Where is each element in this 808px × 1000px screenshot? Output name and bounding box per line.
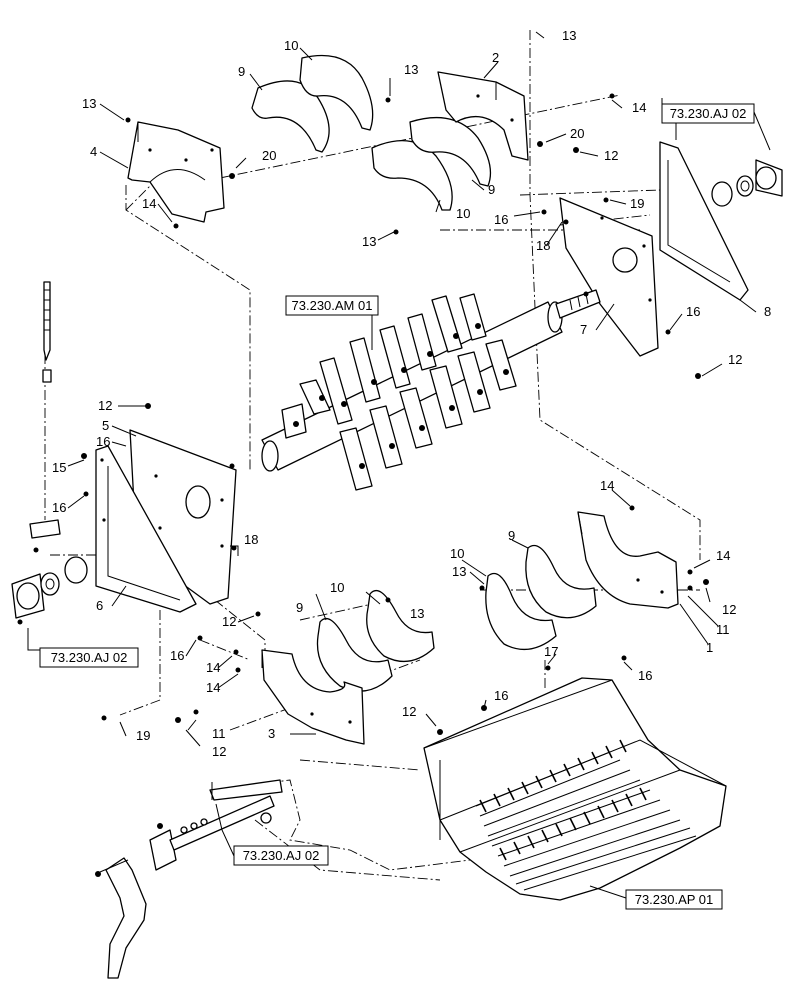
callout-12: 12 [212, 744, 226, 759]
rasp-bars [281, 293, 517, 491]
callout-12: 12 [222, 614, 236, 629]
ref-label-rotor: 73.230.AM 01 [292, 298, 373, 313]
concave [423, 677, 727, 901]
callout-9: 9 [296, 600, 303, 615]
callout-13: 13 [562, 28, 576, 43]
callout-16: 16 [638, 668, 652, 683]
callout-14: 14 [206, 660, 220, 675]
ref-label-bearing-right: 73.230.AJ 02 [670, 106, 747, 121]
concave-bars [479, 739, 647, 861]
callout-13: 13 [82, 96, 96, 111]
left-rod [42, 281, 52, 383]
arc-plates-lower-left [316, 589, 435, 692]
concave-wires [475, 751, 697, 891]
callout-2: 2 [492, 50, 499, 65]
ref-box-concave: 73.230.AP 01 [625, 889, 723, 910]
callout-1: 1 [706, 640, 713, 655]
side-sheet-3 [261, 649, 365, 745]
callout-9: 9 [488, 182, 495, 197]
callout-15: 15 [52, 460, 66, 475]
callout-9: 9 [508, 528, 515, 543]
callout-10: 10 [284, 38, 298, 53]
callout-14: 14 [142, 196, 156, 211]
callout-14: 14 [632, 100, 646, 115]
callout-16: 16 [686, 304, 700, 319]
side-sheet-2 [437, 71, 529, 161]
callout-4: 4 [90, 144, 97, 159]
ref-box-bearing-right: 73.230.AJ 02 [661, 103, 755, 124]
leader-lines [27, 31, 771, 899]
callout-17: 17 [544, 644, 558, 659]
callout-16: 16 [494, 212, 508, 227]
callout-13: 13 [404, 62, 418, 77]
fasteners [17, 93, 709, 735]
callout-6: 6 [96, 598, 103, 613]
arc-plates-top-right [371, 116, 492, 211]
callout-16: 16 [96, 434, 110, 449]
callout-19: 19 [630, 196, 644, 211]
arc-plates-top-left [251, 54, 374, 153]
callout-12: 12 [604, 148, 618, 163]
callout-14: 14 [716, 548, 730, 563]
callout-11: 11 [716, 622, 730, 637]
callout-13: 13 [410, 606, 424, 621]
callout-3: 3 [268, 726, 275, 741]
callout-14: 14 [600, 478, 614, 493]
ref-box-lever: 73.230.AJ 02 [233, 845, 329, 866]
callout-20: 20 [570, 126, 584, 141]
callout-10: 10 [450, 546, 464, 561]
callout-16: 16 [494, 688, 508, 703]
side-sheet-1 [577, 511, 679, 609]
callout-10: 10 [456, 206, 470, 221]
callout-11: 11 [212, 726, 226, 741]
triangular-brace-8 [659, 141, 749, 301]
callout-20: 20 [262, 148, 276, 163]
right-side-plate-7 [559, 197, 659, 357]
callout-16: 16 [52, 500, 66, 515]
callout-13: 13 [362, 234, 376, 249]
bearing-group-left [11, 519, 88, 619]
bearing-group-right [711, 159, 783, 207]
threshing-rotor [261, 289, 601, 491]
callout-18: 18 [536, 238, 550, 253]
callout-12: 12 [98, 398, 112, 413]
callout-10: 10 [330, 580, 344, 595]
callout-16: 16 [170, 648, 184, 663]
callout-12: 12 [402, 704, 416, 719]
arc-plates-lower-right [485, 544, 597, 651]
callout-12: 12 [722, 602, 736, 617]
callout-14: 14 [206, 680, 220, 695]
ref-label-lever: 73.230.AJ 02 [243, 848, 320, 863]
adjust-lever [95, 779, 283, 979]
callout-numbers: 13 2 10 13 9 13 14 20 4 20 12 9 14 19 10… [52, 28, 771, 759]
callout-13: 13 [452, 564, 466, 579]
ref-box-bearing-left: 73.230.AJ 02 [39, 647, 139, 668]
triangular-brace-6 [95, 445, 197, 613]
callout-9: 9 [238, 64, 245, 79]
ref-label-concave: 73.230.AP 01 [635, 892, 714, 907]
ref-box-rotor: 73.230.AM 01 [285, 295, 379, 316]
callout-12: 12 [728, 352, 742, 367]
rotor-bolts [293, 323, 509, 469]
callout-8: 8 [764, 304, 771, 319]
callout-7: 7 [580, 322, 587, 337]
ref-label-bearing-left: 73.230.AJ 02 [51, 650, 128, 665]
callout-18: 18 [244, 532, 258, 547]
callout-5: 5 [102, 418, 109, 433]
callout-19: 19 [136, 728, 150, 743]
side-sheet-4 [127, 121, 225, 223]
